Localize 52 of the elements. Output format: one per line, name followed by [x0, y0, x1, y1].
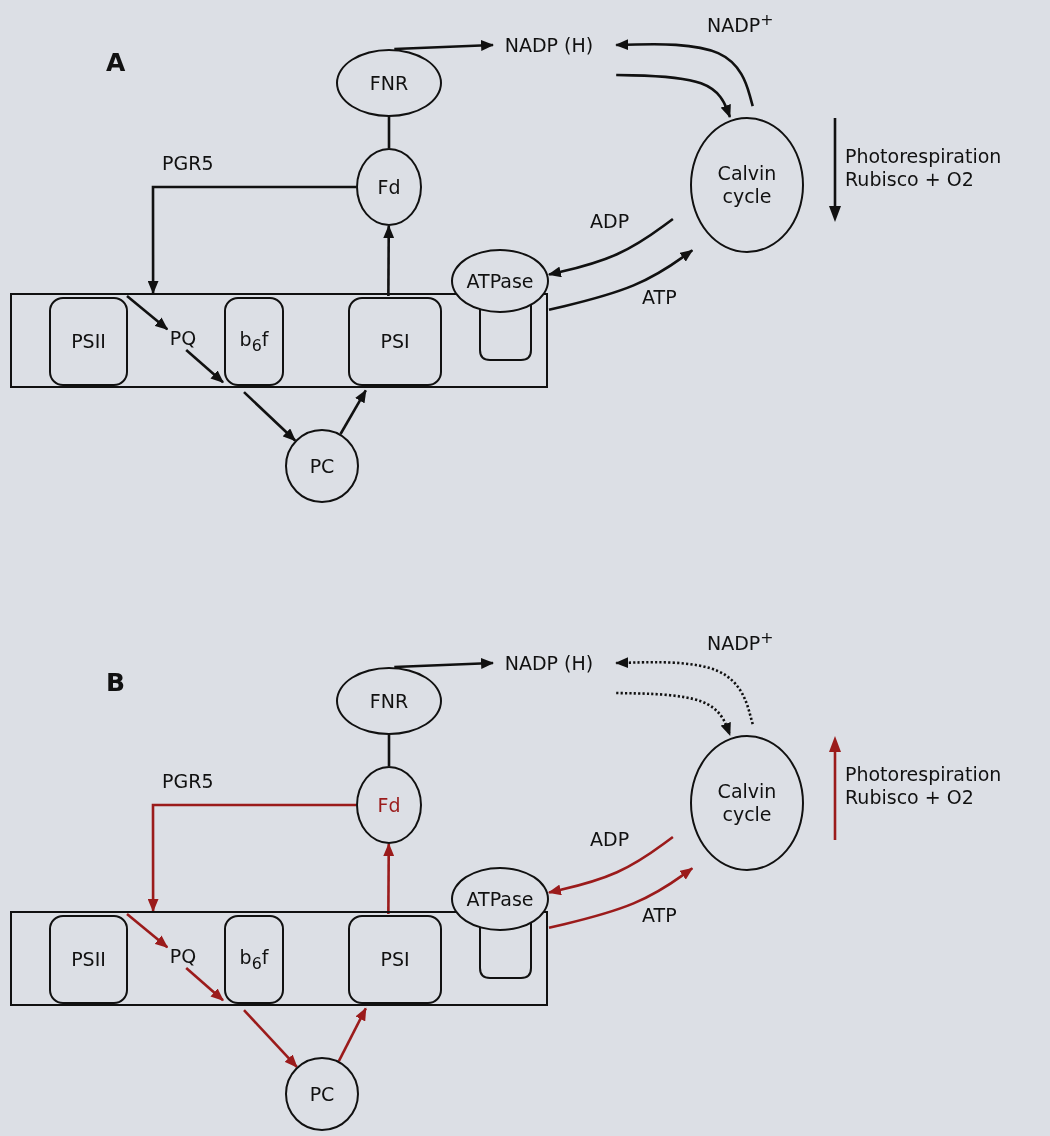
- arrow: [185, 349, 224, 384]
- process-note: Photorespiration Rubisco + O2: [845, 763, 1003, 809]
- arrow: [243, 391, 297, 442]
- arrow: [243, 1009, 298, 1068]
- arrow: [383, 224, 395, 296]
- protein-complex-box: [348, 297, 442, 386]
- node-label: ATPase: [466, 269, 534, 293]
- arrow: [615, 657, 754, 725]
- protein-complex-box: [49, 915, 128, 1004]
- arrow: [616, 73, 732, 118]
- node-label: Calvin cycle: [716, 780, 778, 826]
- protein-complex-box: [224, 915, 284, 1004]
- node-label: PSI: [380, 330, 410, 353]
- connector-line: [387, 735, 391, 766]
- protein-complex-box: [224, 297, 284, 386]
- node-label: b$_{6}$f: [239, 328, 269, 355]
- arrow: [337, 1007, 367, 1062]
- panel-letter: A: [106, 48, 126, 78]
- node-label: PC: [309, 454, 335, 478]
- arrow: [548, 867, 694, 930]
- bare-label: NADP (H): [504, 33, 594, 57]
- node-label: b$_{6}$f: [239, 946, 269, 973]
- node-label: PC: [309, 1082, 335, 1106]
- arrow: [616, 691, 732, 736]
- arrow: [147, 803, 356, 913]
- node-label: FNR: [369, 71, 409, 95]
- arrow: [339, 389, 367, 435]
- connector-line: [387, 117, 391, 148]
- node-label: PSII: [71, 948, 106, 971]
- node-label: PSII: [71, 330, 106, 353]
- arrow: [394, 658, 495, 669]
- node-label: Fd: [377, 175, 401, 199]
- process-note: Photorespiration Rubisco + O2: [845, 145, 1003, 191]
- arrow: [547, 217, 674, 278]
- arrow: [383, 842, 395, 914]
- arrow: [147, 185, 356, 295]
- bare-label: PQ: [169, 326, 197, 350]
- node-label: PSI: [380, 948, 410, 971]
- panel-letter: B: [106, 668, 126, 698]
- bare-label: NADP (H): [504, 651, 594, 675]
- node-label: ATPase: [466, 887, 534, 911]
- protein-complex-box: [49, 297, 128, 386]
- arrow: [185, 967, 224, 1002]
- arrow: [547, 835, 674, 896]
- node-label: Fd: [377, 793, 401, 817]
- node-label: Calvin cycle: [716, 162, 778, 208]
- bare-label: PQ: [169, 944, 197, 968]
- arrow: [394, 40, 495, 51]
- arrow: [615, 39, 754, 107]
- node-label: FNR: [369, 689, 409, 713]
- protein-complex-box: [348, 915, 442, 1004]
- arrow: [548, 249, 694, 312]
